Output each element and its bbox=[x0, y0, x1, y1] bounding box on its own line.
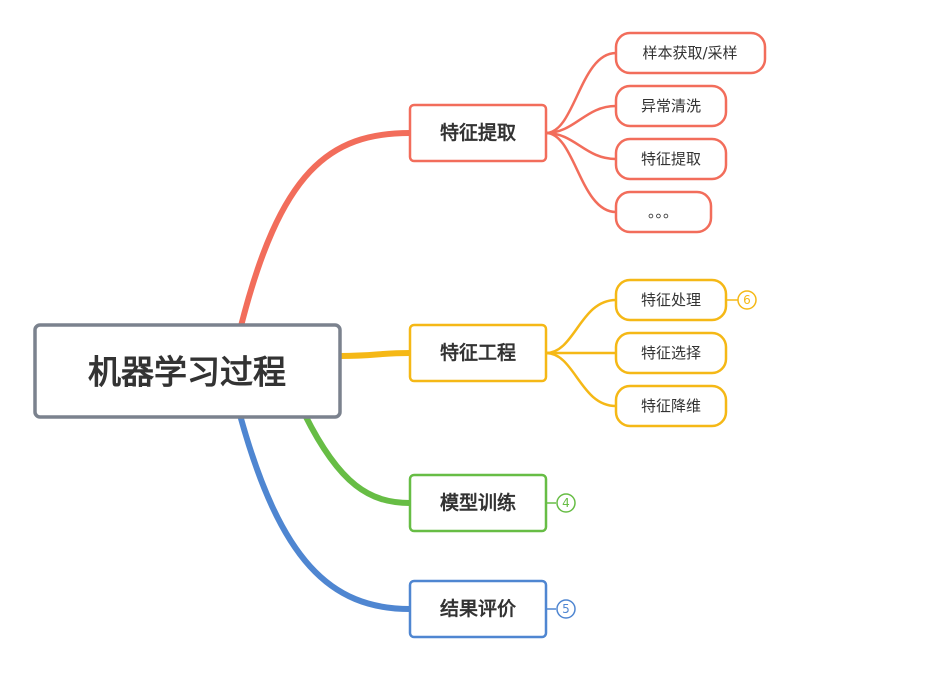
branch-node-1-label: 特征提取 bbox=[440, 121, 516, 144]
badge-3[interactable]: 4 bbox=[556, 493, 576, 513]
branch-node-3-label: 模型训练 bbox=[440, 491, 516, 514]
connectors bbox=[237, 51, 738, 612]
branch-node-4-box bbox=[408, 579, 548, 639]
leaf-node-1-3-label: 特征提取 bbox=[641, 150, 701, 168]
badge-2-1-circle bbox=[737, 290, 757, 310]
branch-node-2-box bbox=[408, 323, 548, 383]
leaf-node-1-2-label: 异常清洗 bbox=[641, 97, 701, 115]
leaf-node-2-2-box bbox=[614, 331, 728, 375]
badge-4[interactable]: 5 bbox=[556, 599, 576, 619]
leaf-node-2-3-label: 特征降维 bbox=[641, 397, 701, 415]
leaf-node-2-1-box bbox=[614, 278, 728, 322]
leaf-node-1-1-label: 样本获取/采样 bbox=[642, 44, 737, 62]
leaf-node-1-4-label: 。。。 bbox=[648, 203, 678, 221]
branch-connector-1 bbox=[237, 130, 413, 333]
leaf-node-1-2-box bbox=[614, 84, 728, 128]
child-connector-2-1 bbox=[544, 298, 618, 355]
leaf-node-1-3-box bbox=[614, 137, 728, 181]
leaf-node-1-1[interactable]: 样本获取/采样 bbox=[614, 31, 767, 75]
root-node-label: 机器学习过程 bbox=[88, 353, 286, 392]
leaf-node-2-1[interactable]: 特征处理 bbox=[614, 278, 728, 322]
root-node[interactable]: 机器学习过程 bbox=[33, 323, 342, 419]
leaf-node-1-3[interactable]: 特征提取 bbox=[614, 137, 728, 181]
badge-3-count: 4 bbox=[562, 496, 570, 510]
leaf-node-2-1-label: 特征处理 bbox=[641, 291, 701, 309]
leaf-node-2-3-box bbox=[614, 384, 728, 428]
child-connector-1-4 bbox=[544, 131, 618, 214]
badge-2-1[interactable]: 6 bbox=[737, 290, 757, 310]
leaf-node-2-2-label: 特征选择 bbox=[641, 344, 701, 362]
branch-connector-4 bbox=[237, 412, 413, 612]
leaf-node-1-1-box bbox=[614, 31, 767, 75]
branch-node-1[interactable]: 特征提取 bbox=[408, 103, 548, 163]
branch-node-4[interactable]: 结果评价 bbox=[408, 579, 548, 639]
child-connector-1-3 bbox=[544, 131, 618, 161]
leaf-node-1-4[interactable]: 。。。 bbox=[614, 190, 713, 234]
branch-node-4-label: 结果评价 bbox=[440, 597, 517, 620]
branch-node-2[interactable]: 特征工程 bbox=[408, 323, 548, 383]
leaf-node-2-2[interactable]: 特征选择 bbox=[614, 331, 728, 375]
child-connector-1-2 bbox=[544, 104, 618, 135]
root-node-box bbox=[33, 323, 342, 419]
badge-3-circle bbox=[556, 493, 576, 513]
child-connector-1-1 bbox=[544, 51, 618, 135]
branch-node-3-box bbox=[408, 473, 548, 533]
branch-connector-2 bbox=[337, 350, 413, 359]
branch-node-2-label: 特征工程 bbox=[440, 341, 516, 364]
leaf-node-1-4-box bbox=[614, 190, 713, 234]
child-connector-2-3 bbox=[544, 351, 618, 408]
branch-connector-3 bbox=[302, 412, 413, 506]
branch-node-3[interactable]: 模型训练 bbox=[408, 473, 548, 533]
branch-node-1-box bbox=[408, 103, 548, 163]
leaf-node-1-2[interactable]: 异常清洗 bbox=[614, 84, 728, 128]
leaf-node-2-3[interactable]: 特征降维 bbox=[614, 384, 728, 428]
badge-4-circle bbox=[556, 599, 576, 619]
badge-2-1-count: 6 bbox=[743, 293, 751, 307]
badge-4-count: 5 bbox=[562, 602, 570, 616]
